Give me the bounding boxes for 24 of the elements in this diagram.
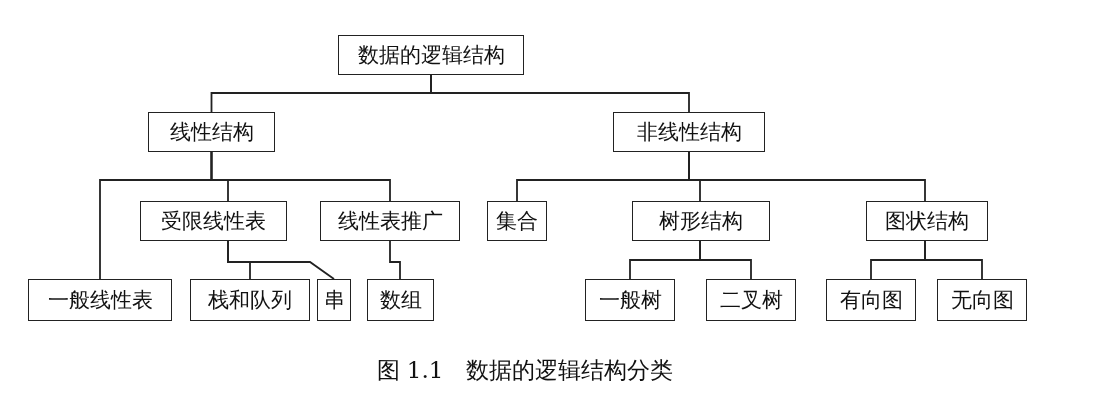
connector-line [389,240,401,280]
structure-box: 栈和队列 [190,279,310,321]
connector-line [430,74,690,113]
figure-caption: 图 1.1 数据的逻辑结构分类 [376,357,674,383]
connector-line [210,151,391,202]
structure-box: 线性表推广 [320,201,460,241]
connector-line [699,240,752,280]
structure-box: 串 [317,279,351,321]
connector-line [688,151,926,202]
connector-line [227,240,335,280]
structure-box: 受限线性表 [140,201,287,241]
structure-box: 非线性结构 [613,112,765,152]
connector-line [924,240,983,280]
structure-box: 二叉树 [706,279,796,321]
structure-box: 数据的逻辑结构 [338,35,524,75]
structure-box: 树形结构 [632,201,770,241]
structure-box: 一般线性表 [28,279,172,321]
structure-box: 线性结构 [148,112,275,152]
structure-box: 无向图 [937,279,1027,321]
structure-box: 数组 [367,279,434,321]
structure-box: 集合 [487,201,547,241]
structure-box: 有向图 [826,279,916,321]
structure-box: 一般树 [585,279,675,321]
structure-box: 图状结构 [866,201,988,241]
